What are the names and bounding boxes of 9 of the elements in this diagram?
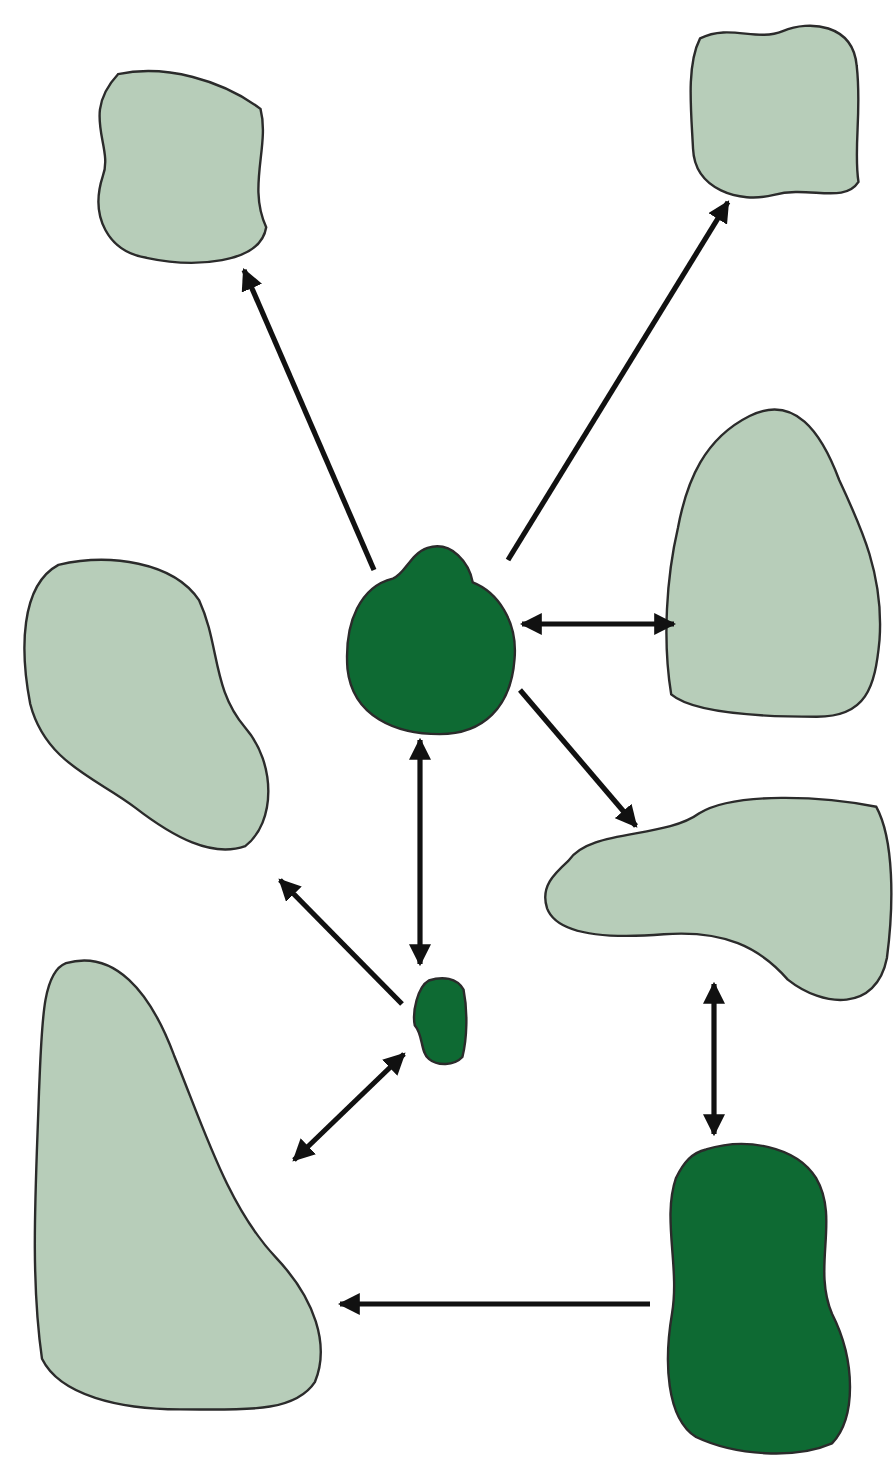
arrow: [519, 613, 677, 635]
arrow: [518, 688, 638, 828]
arrow: [505, 200, 731, 562]
arrow: [241, 268, 377, 572]
arrow: [292, 1052, 406, 1162]
arrow: [409, 737, 431, 967]
arrow: [278, 878, 404, 1006]
arrow: [703, 981, 725, 1137]
arrow: [337, 1293, 650, 1315]
